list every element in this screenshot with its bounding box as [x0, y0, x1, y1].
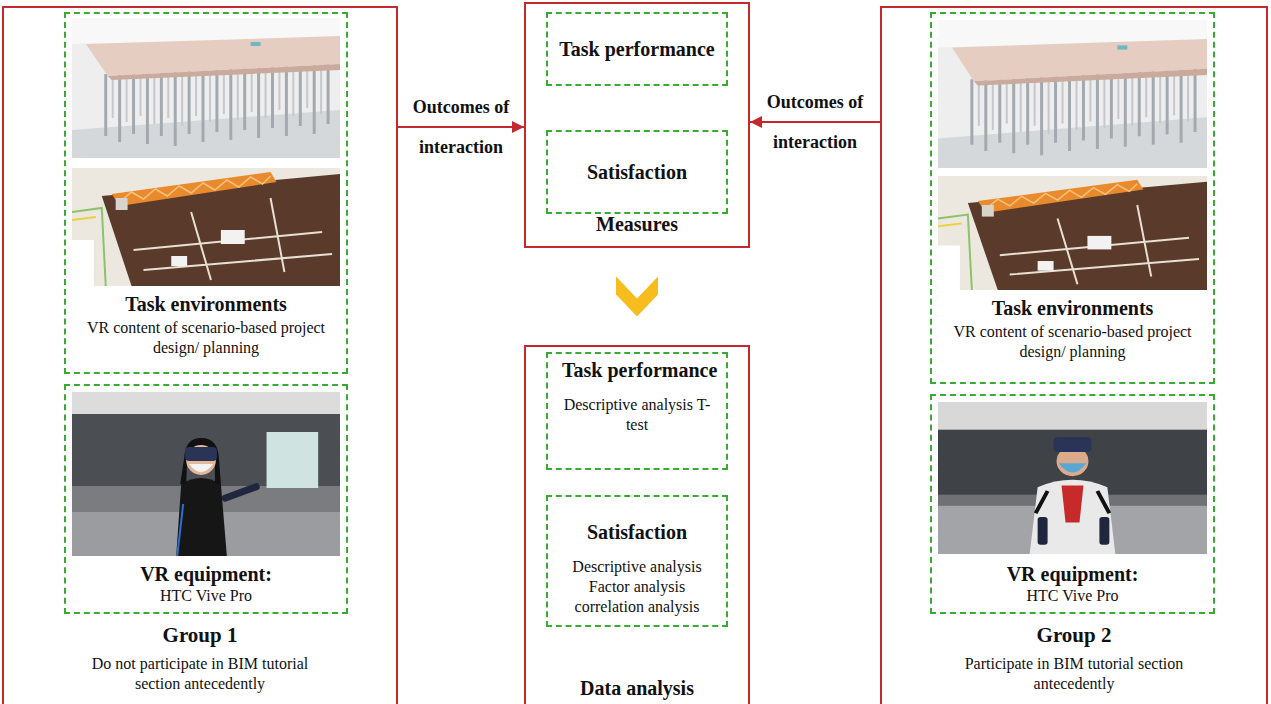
bim-render [938, 20, 1207, 168]
box-text: Participate in BIM tutorial section ante… [949, 654, 1199, 694]
section-panel: Measures Task performanceSatisfaction [524, 2, 750, 248]
box-heading: VR equipment: [76, 562, 336, 586]
content-box: Task environmentsVR content of scenario-… [64, 12, 348, 374]
box-heading: Satisfaction [562, 520, 712, 544]
content-box: VR equipment:HTC Vive Pro [64, 384, 348, 614]
group-panel: Group 2 Participate in BIM tutorial secti… [880, 6, 1268, 704]
edge-label: Outcomes of interaction [752, 82, 878, 162]
measure-box: Satisfaction [546, 130, 728, 214]
text-group: Measures [537, 212, 737, 236]
box-heading: Satisfaction [587, 160, 687, 184]
box-heading: Measures [537, 212, 737, 236]
text-group: VR equipment:HTC Vive Pro [943, 562, 1203, 606]
vr-photo [938, 402, 1207, 554]
text-group: Task environmentsVR content of scenario-… [937, 296, 1209, 362]
section-panel: Data analysis Task performanceDescriptive… [524, 345, 750, 704]
site-render [938, 176, 1207, 290]
box-heading: Group 1 [75, 622, 325, 648]
text-group: Task performanceDescriptive analysis T-t… [562, 358, 712, 435]
box-text: Do not participate in BIM tutorial secti… [75, 654, 325, 694]
content-box: VR equipment:HTC Vive Pro [930, 394, 1215, 614]
box-text: VR content of scenario-based project des… [70, 318, 342, 358]
box-heading: Task environments [937, 296, 1209, 320]
box-heading: Task performance [562, 358, 712, 382]
text-group: Task performance [548, 14, 726, 84]
box-text: Descriptive analysis Factor analysis cor… [562, 557, 712, 617]
box-heading: VR equipment: [943, 562, 1203, 586]
flow-chevron [616, 277, 658, 317]
box-text: HTC Vive Pro [943, 586, 1203, 606]
group-panel: Group 1 Do not participate in BIM tutoria… [2, 6, 398, 704]
box-heading: Task environments [70, 292, 342, 316]
box-text: VR content of scenario-based project des… [937, 322, 1209, 362]
text-group: Task environmentsVR content of scenario-… [70, 292, 342, 358]
bim-render [72, 18, 340, 158]
text-group: Group 2 Participate in BIM tutorial secti… [949, 622, 1199, 694]
box-heading: Data analysis [537, 676, 737, 700]
box-heading: Group 2 [949, 622, 1199, 648]
content-box: Task environmentsVR content of scenario-… [930, 12, 1215, 384]
analysis-box: Task performanceDescriptive analysis T-t… [546, 352, 728, 470]
flow-arrow [398, 126, 524, 128]
text-group: Satisfaction [548, 132, 726, 212]
text-group: Group 1 Do not participate in BIM tutoria… [75, 622, 325, 694]
box-text: HTC Vive Pro [76, 586, 336, 606]
measure-box: Task performance [546, 12, 728, 86]
flow-arrow [750, 121, 880, 123]
analysis-box: SatisfactionDescriptive analysis Factor … [546, 495, 728, 627]
box-text: Descriptive analysis T-test [562, 395, 712, 435]
box-heading: Task performance [559, 37, 714, 61]
site-render [72, 168, 340, 286]
vr-photo [72, 392, 340, 556]
text-group: SatisfactionDescriptive analysis Factor … [562, 520, 712, 617]
text-group: VR equipment:HTC Vive Pro [76, 562, 336, 606]
edge-label: Outcomes of interaction [400, 87, 522, 167]
text-group: Data analysis [537, 676, 737, 700]
